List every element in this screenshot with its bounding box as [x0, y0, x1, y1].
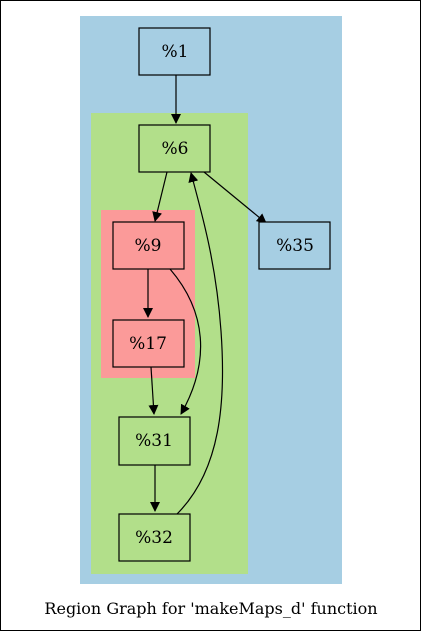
edge-9-to-31 [169, 268, 202, 415]
node-31: %31 [118, 416, 191, 466]
graph-caption: Region Graph for 'makeMaps_d' function [44, 599, 377, 618]
edge-32-to-6 [175, 172, 224, 516]
edge-17-to-31 [148, 366, 159, 415]
edges [143, 75, 267, 516]
node-1: %1 [138, 27, 211, 76]
node-32: %32 [118, 513, 191, 562]
node-1-label: %1 [162, 42, 189, 62]
edge-6-to-35 [203, 171, 267, 224]
node-17-label: %17 [129, 334, 167, 354]
node-32-label: %32 [135, 528, 173, 548]
node-9-label: %9 [135, 236, 162, 256]
node-17: %17 [112, 319, 185, 368]
node-6-label: %6 [162, 139, 189, 159]
edge-6-to-9 [152, 171, 168, 222]
node-9: %9 [112, 221, 185, 270]
node-35-label: %35 [276, 236, 314, 256]
node-6: %6 [138, 124, 211, 173]
node-35: %35 [258, 221, 331, 270]
node-31-label: %31 [135, 431, 173, 451]
